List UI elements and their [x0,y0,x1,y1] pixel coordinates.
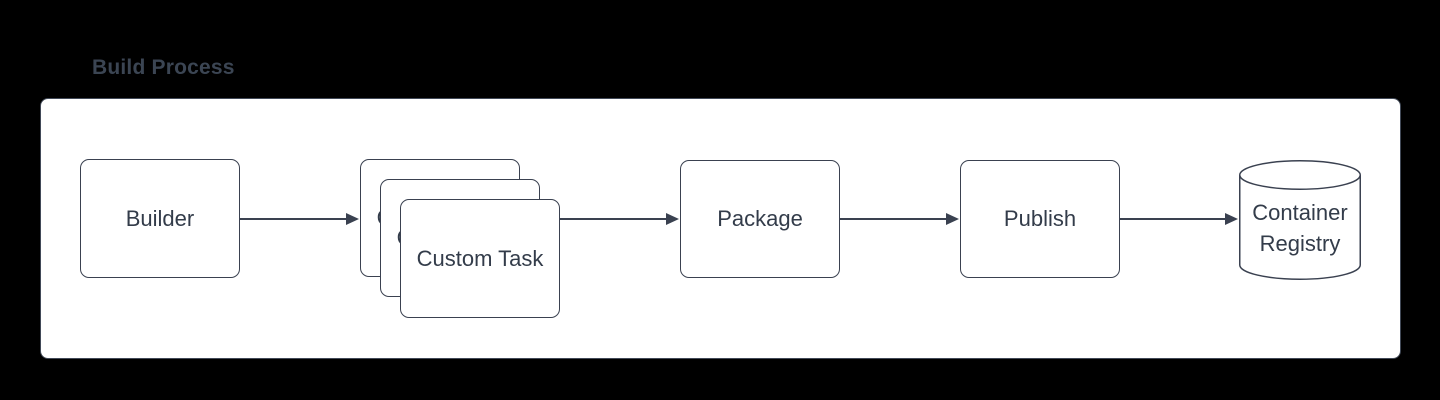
node-package[interactable]: Package [680,160,840,278]
arrowhead-icon [346,213,359,225]
node-custom-task-label: Custom Task [416,245,544,271]
container-registry-line2: Registry [1259,231,1341,256]
arrowhead-icon [946,213,959,225]
node-package-label: Package [717,206,803,231]
node-publish[interactable]: Publish [960,160,1120,278]
arrowhead-icon [666,213,679,225]
node-publish-label: Publish [1003,206,1077,231]
container-registry-line1: Container [1252,200,1348,225]
arrow-line [840,218,947,220]
node-container-registry[interactable] [1239,160,1361,280]
node-container-registry-label: Container Registry [1239,197,1361,259]
node-builder[interactable]: Builder [80,159,240,278]
cylinder-shape-icon [1239,160,1361,280]
node-custom-task-card-front[interactable]: Custom Task [400,199,560,318]
arrow-line [520,218,667,220]
diagram-title: Build Process [92,56,235,79]
node-builder-label: Builder [125,205,195,231]
arrow-line [1120,218,1226,220]
arrow-line [240,218,347,220]
arrowhead-icon [1225,213,1238,225]
